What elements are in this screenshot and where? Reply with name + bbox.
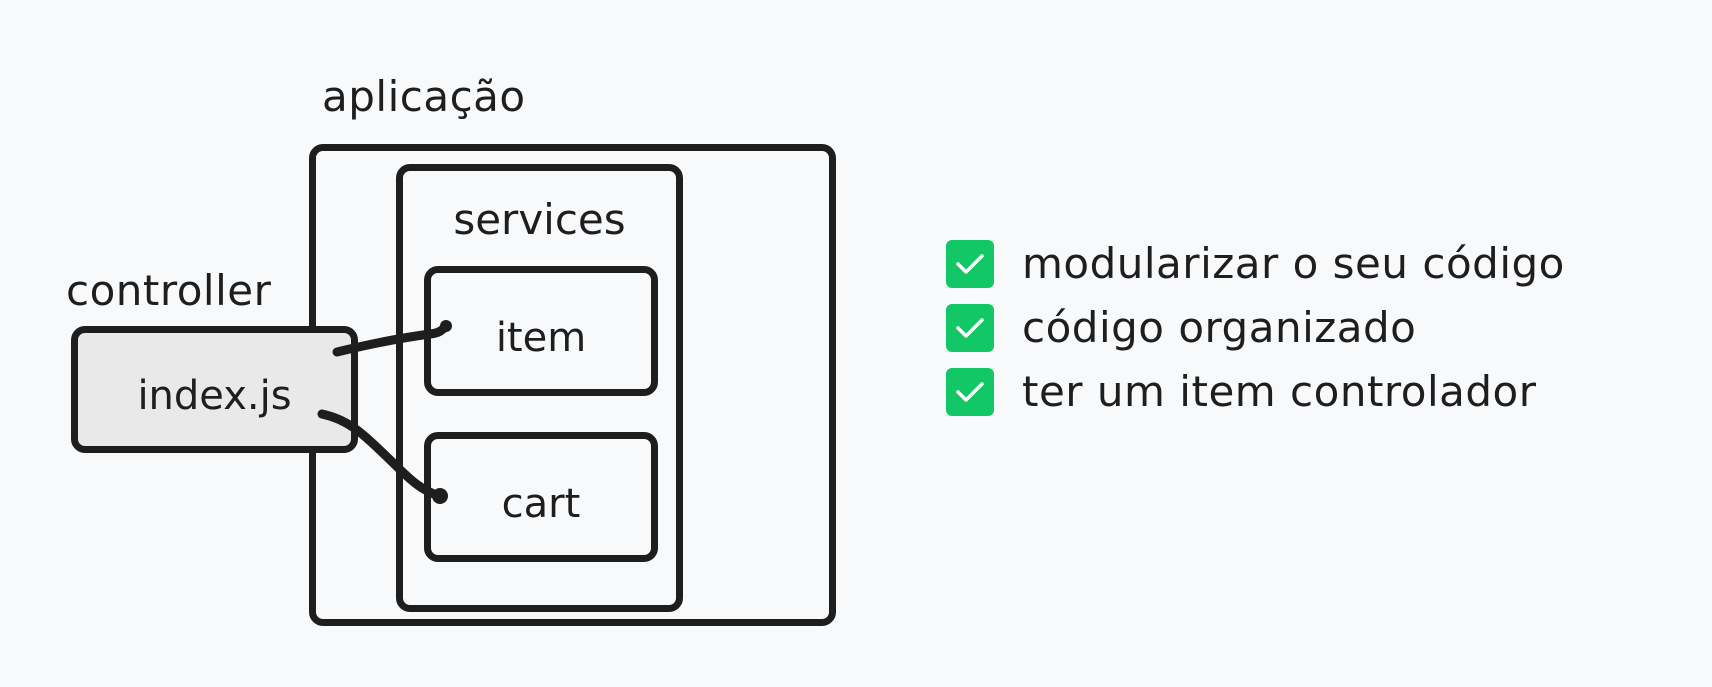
controller-box: index.js — [71, 326, 358, 453]
service-item-box: item — [424, 266, 658, 396]
checklist-item: ter um item controlador — [946, 360, 1565, 424]
services-label: services — [453, 195, 626, 244]
controller-file-label: index.js — [137, 373, 292, 419]
service-cart-label: cart — [501, 481, 581, 527]
checklist-item-text: ter um item controlador — [1022, 367, 1537, 416]
app-label: aplicação — [322, 72, 526, 121]
checklist-item-text: modularizar o seu código — [1022, 239, 1565, 288]
services-container: services — [396, 164, 683, 612]
service-item-label: item — [495, 315, 587, 361]
service-cart-box: cart — [424, 432, 658, 562]
checklist: modularizar o seu código código organiza… — [946, 232, 1565, 424]
checklist-item-text: código organizado — [1022, 303, 1417, 352]
checklist-item: modularizar o seu código — [946, 232, 1565, 296]
checklist-item: código organizado — [946, 296, 1565, 360]
checkbox-checked-icon[interactable] — [946, 304, 994, 352]
checkbox-checked-icon[interactable] — [946, 368, 994, 416]
checkbox-checked-icon[interactable] — [946, 240, 994, 288]
controller-label: controller — [66, 266, 272, 315]
